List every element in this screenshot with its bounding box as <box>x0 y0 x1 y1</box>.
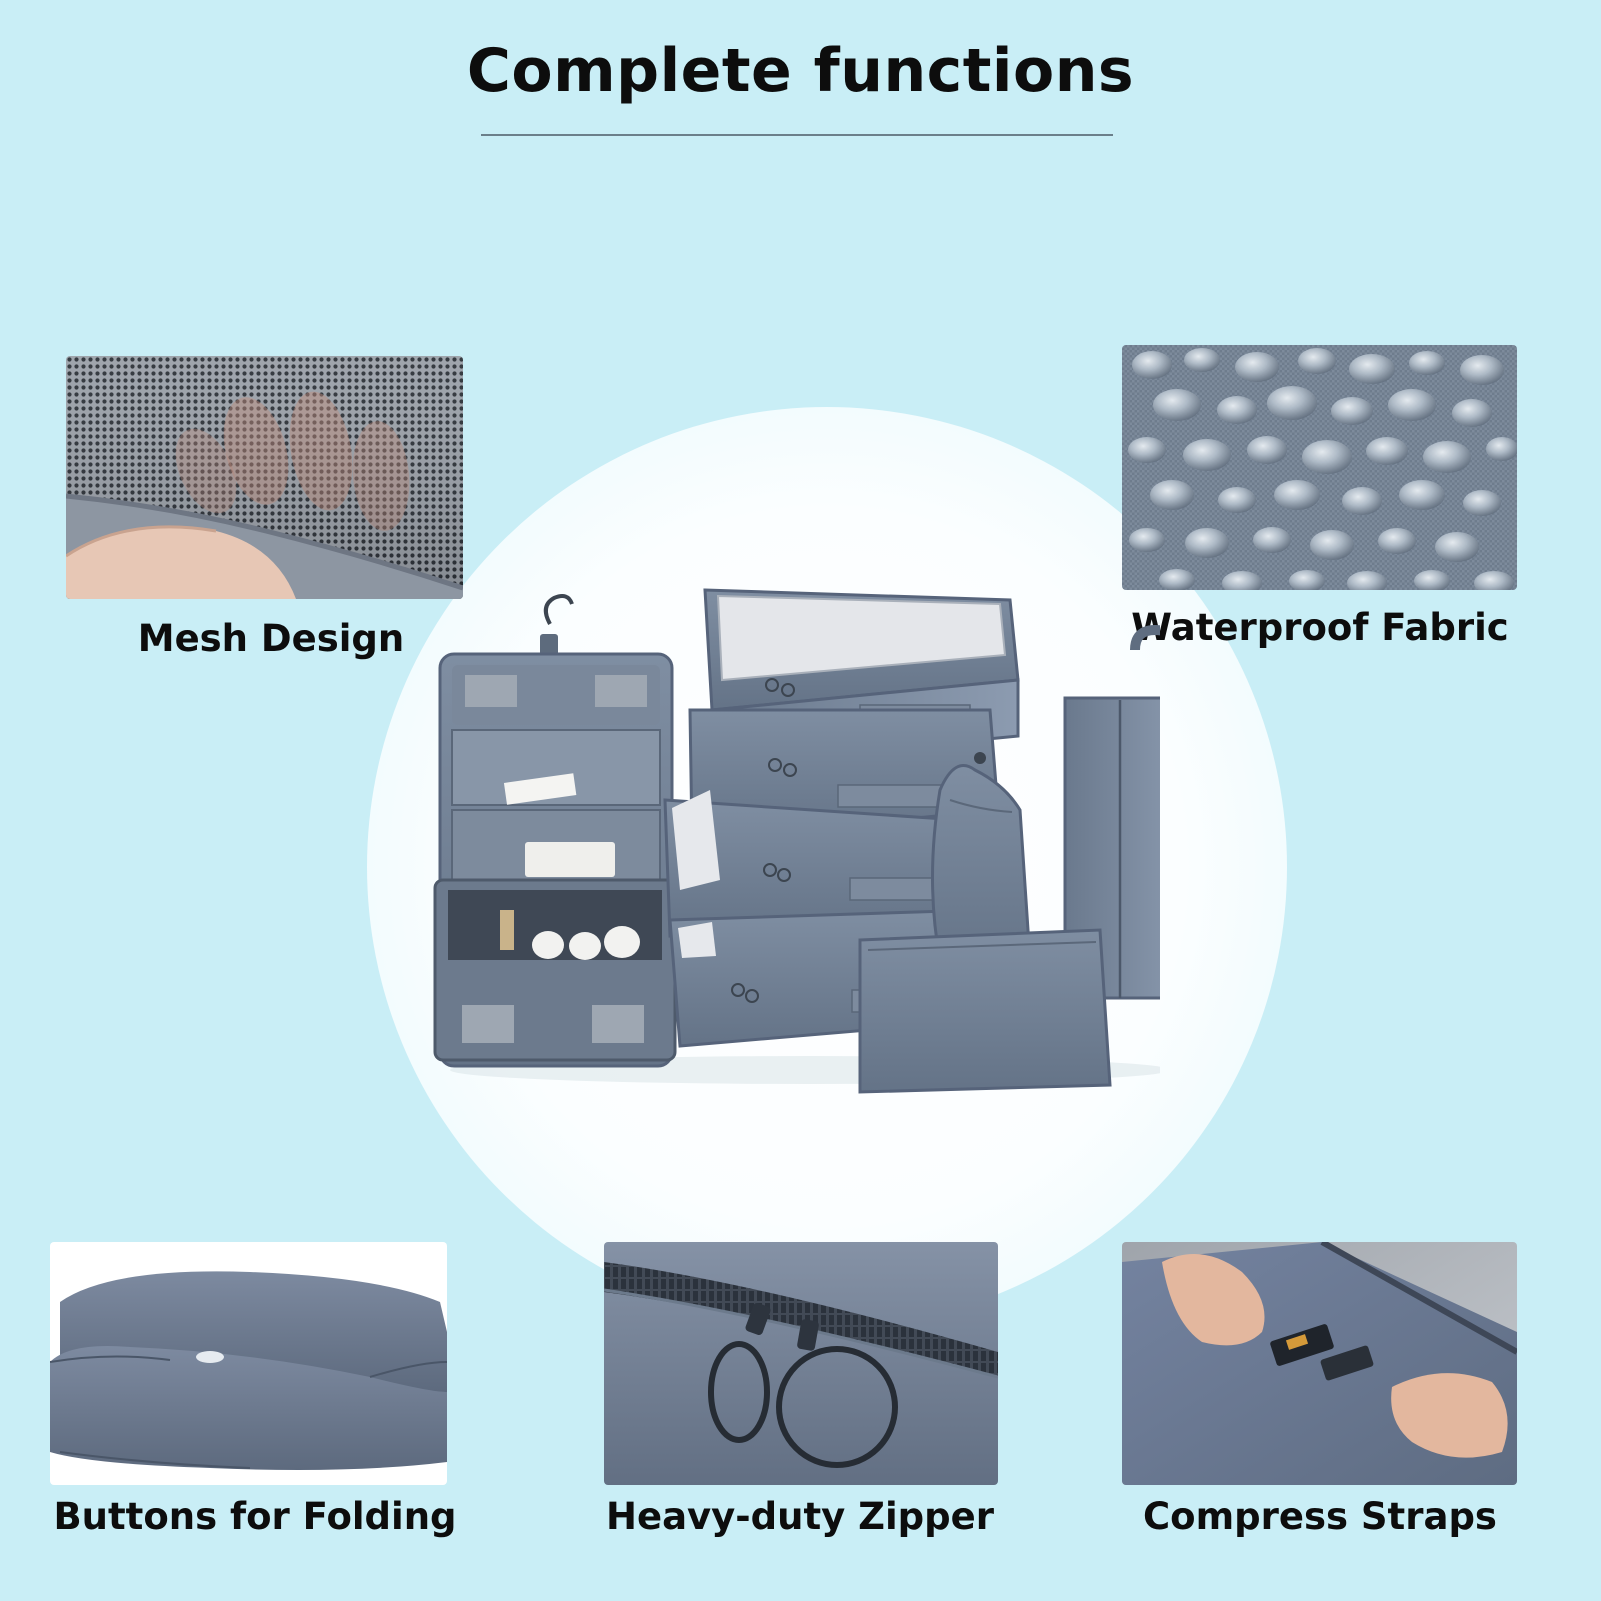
packing-cubes-set-illustration <box>420 560 1192 1120</box>
page-title: Complete functions <box>466 36 1135 106</box>
compress-straps-photo <box>1122 1242 1517 1485</box>
heavy-duty-zipper-label: Heavy-duty Zipper <box>606 1495 994 1538</box>
buttons-for-folding-photo <box>50 1242 447 1485</box>
compress-straps-label: Compress Straps <box>1143 1495 1497 1538</box>
mesh-design-label: Mesh Design <box>137 617 405 660</box>
title-divider <box>481 134 1113 136</box>
waterproof-fabric-label: Waterproof Fabric <box>1131 606 1509 649</box>
heavy-duty-zipper-photo <box>604 1242 998 1485</box>
waterproof-fabric-photo <box>1122 345 1517 590</box>
buttons-for-folding-label: Buttons for Folding <box>53 1495 457 1538</box>
mesh-design-photo <box>66 356 463 599</box>
